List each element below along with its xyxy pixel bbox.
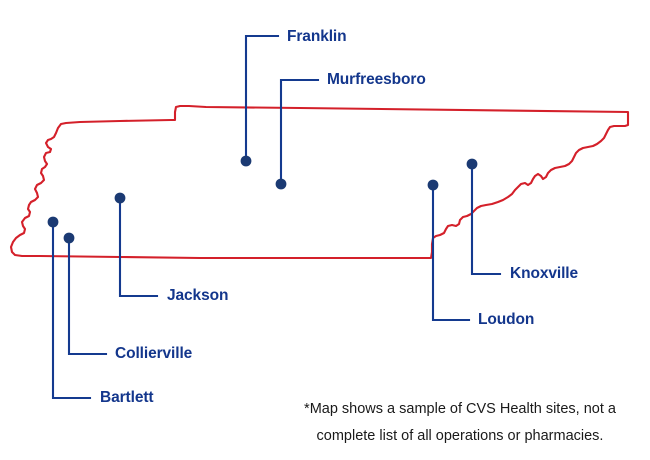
leader-line-collierville <box>67 236 108 356</box>
city-label-jackson[interactable]: Jackson <box>167 287 229 304</box>
city-label-bartlett[interactable]: Bartlett <box>100 389 154 406</box>
site-marker-franklin[interactable] <box>240 155 252 167</box>
map-footnote: *Map shows a sample of CVS Health sites,… <box>285 396 635 450</box>
leader-line-bartlett <box>51 220 92 400</box>
city-label-loudon[interactable]: Loudon <box>478 311 535 328</box>
leader-line-murfreesboro <box>279 78 320 186</box>
city-label-knoxville[interactable]: Knoxville <box>510 265 579 282</box>
site-marker-collierville[interactable] <box>63 232 75 244</box>
leader-line-franklin <box>244 34 280 163</box>
site-marker-murfreesboro[interactable] <box>275 178 287 190</box>
city-label-collierville[interactable]: Collierville <box>115 345 193 362</box>
site-marker-bartlett[interactable] <box>47 216 59 228</box>
leader-line-jackson <box>118 196 159 298</box>
site-marker-jackson[interactable] <box>114 192 126 204</box>
tennessee-state-outline <box>9 104 630 260</box>
map-footnote-line-1: *Map shows a sample of CVS Health sites,… <box>304 401 616 417</box>
city-label-murfreesboro[interactable]: Murfreesboro <box>327 71 426 88</box>
city-label-franklin[interactable]: Franklin <box>287 28 347 45</box>
site-marker-knoxville[interactable] <box>466 158 478 170</box>
map-footnote-line-2: complete list of all operations or pharm… <box>316 427 604 444</box>
site-marker-loudon[interactable] <box>427 179 439 191</box>
leader-line-knoxville <box>470 162 502 276</box>
leader-line-loudon <box>431 183 471 322</box>
